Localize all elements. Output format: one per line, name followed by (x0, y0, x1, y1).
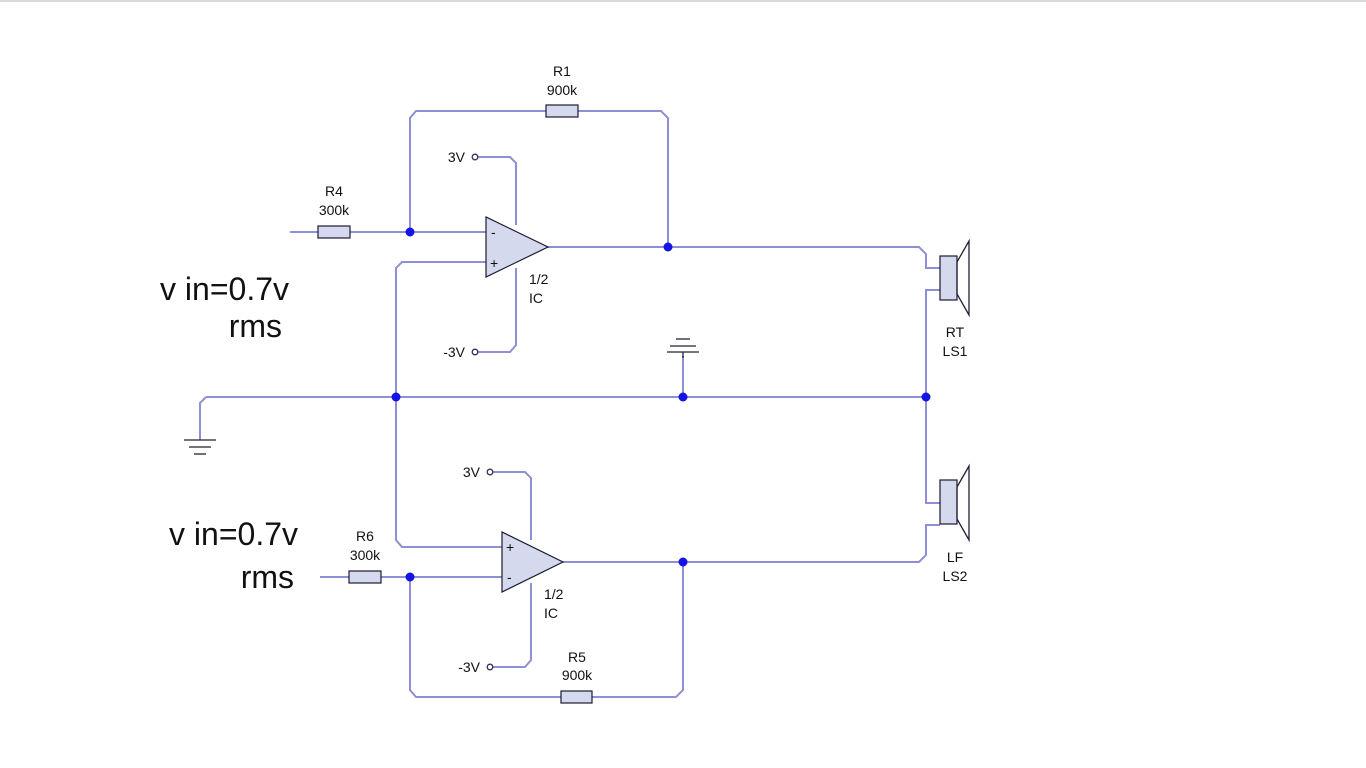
speaker-icon (939, 463, 970, 543)
ls2-channel-label: LF (947, 549, 963, 565)
r6-value: 300k (350, 547, 381, 563)
opamp-top-minus: - (491, 224, 496, 240)
opamp-top-pos-supply-terminal (471, 153, 479, 161)
chassis-ground-icon (667, 338, 699, 358)
r1-value: 900k (547, 82, 578, 98)
junctions (391, 227, 931, 582)
speaker-ls1: RT LS1 (939, 238, 970, 359)
opamp-top-plus: + (490, 255, 498, 271)
window-top-border (0, 0, 1366, 2)
r5-name: R5 (568, 649, 586, 665)
r5-value: 900k (562, 667, 593, 683)
input-bottom-line1: v in=0.7v (169, 516, 298, 552)
r6-name: R6 (356, 528, 374, 544)
speaker-ls2: LF LS2 (939, 463, 970, 584)
resistor-r6: R6 300k (348, 528, 382, 584)
input-label-top: v in=0.7v rms (160, 271, 289, 344)
opamp-bottom-pos-supply-label: 3V (463, 464, 481, 480)
r4-name: R4 (325, 183, 343, 199)
resistor-r5: R5 900k (560, 649, 593, 704)
opamp-bottom-neg-supply-label: -3V (458, 659, 480, 675)
opamp-top-neg-supply-label: -3V (443, 344, 465, 360)
input-top-line2: rms (229, 308, 282, 344)
r4-value: 300k (319, 202, 350, 218)
opamp-bottom-part-label: 1/2 (544, 586, 564, 602)
wires (199, 110, 940, 698)
opamp-top-ic-label: IC (529, 290, 543, 306)
opamp-bottom-plus: + (506, 539, 514, 555)
speaker-icon (939, 238, 970, 318)
ls2-ref-label: LS2 (943, 568, 968, 584)
opamp-bottom: + - 3V -3V 1/2 IC (458, 464, 565, 675)
opamp-top: - + 3V -3V 1/2 IC (443, 149, 550, 360)
opamp-bottom-minus: - (507, 569, 512, 585)
ground-icon (184, 439, 216, 455)
r1-name: R1 (553, 63, 571, 79)
resistor-r1: R1 900k (545, 63, 579, 118)
opamp-bottom-pos-supply-terminal (486, 468, 494, 476)
resistor-r4: R4 300k (317, 183, 351, 239)
opamp-top-part-label: 1/2 (529, 271, 549, 287)
ls1-ref-label: LS1 (943, 343, 968, 359)
input-top-line1: v in=0.7v (160, 271, 289, 307)
input-bottom-line2: rms (241, 559, 294, 595)
opamp-top-pos-supply-label: 3V (448, 149, 466, 165)
opamp-bottom-ic-label: IC (544, 605, 558, 621)
opamp-top-neg-supply-terminal (471, 348, 479, 356)
opamp-bottom-neg-supply-terminal (486, 663, 494, 671)
input-label-bottom: v in=0.7v rms (169, 516, 298, 595)
ls1-channel-label: RT (946, 324, 965, 340)
